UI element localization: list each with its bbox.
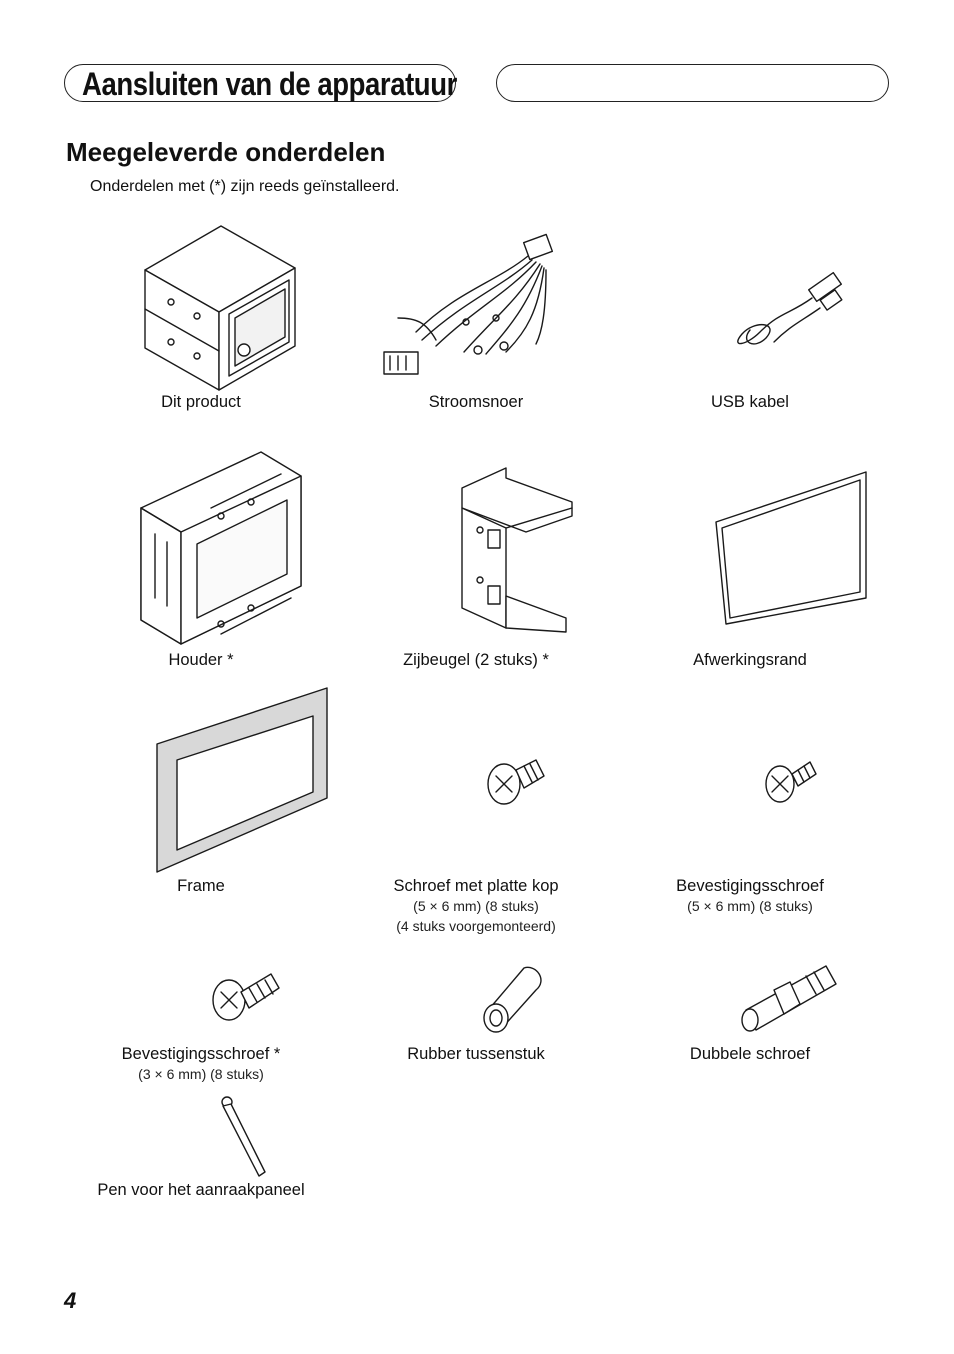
flat-head-screw-icon [487,759,545,805]
empty-header-box [496,64,889,102]
part-trim-ring: Afwerkingsrand [610,448,890,670]
head-unit-icon [144,225,296,391]
part-side-bracket: Zijbeugel (2 stuks) * [336,448,616,670]
part-label: Bevestigingsschroef * [121,1045,281,1063]
part-flat-head-screw: Schroef met platte kop (5 × 6 mm) (8 stu… [336,686,616,936]
part-rubber-bush: Rubber tussenstuk [336,956,616,1064]
double-screw-icon [741,965,837,1032]
part-label: USB kabel [711,393,789,411]
part-sub-label: (5 × 6 mm) (8 stuks) [687,898,813,914]
part-double-screw: Dubbele schroef [610,956,890,1064]
part-frame: Frame [61,686,341,896]
part-fixing-screw-small: Bevestigingsschroef * (3 × 6 mm) (8 stuk… [61,956,341,1084]
side-bracket-icon [461,467,573,633]
stylus-icon [221,1096,266,1177]
trim-ring-icon [715,471,867,625]
part-stylus: Pen voor het aanraakpaneel [61,1090,341,1200]
fixing-screw-icon [765,761,817,803]
part-label: Pen voor het aanraakpaneel [97,1181,305,1199]
section-title: Meegeleverde onderdelen [66,137,386,167]
part-label: Houder * [168,651,234,669]
part-label: Frame [177,877,225,895]
part-fixing-screw: Bevestigingsschroef (5 × 6 mm) (8 stuks) [610,686,890,916]
page-title: Aansluiten van de apparatuur [82,66,457,102]
part-power-cord: Stroomsnoer [336,222,616,412]
section-header-box [64,64,456,102]
part-holder: Houder * [61,448,341,670]
frame-icon [156,687,328,873]
power-cord-icon [383,233,554,375]
part-label: Afwerkingsrand [693,651,807,669]
page-number: 4 [64,1288,77,1313]
fixing-screw-small-icon [212,973,280,1021]
part-label: Zijbeugel (2 stuks) * [403,651,549,669]
part-label: Dubbele schroef [689,1045,811,1063]
part-head-unit: Dit product [61,222,341,412]
part-usb-cable: USB kabel [610,222,890,412]
usb-cable-icon [737,271,843,345]
part-sub-label: (4 stuks voorgemonteerd) [396,918,556,934]
holder-cage-icon [140,451,302,645]
rubber-bush-icon [483,966,542,1033]
part-label: Stroomsnoer [428,393,524,411]
part-sub-label: (5 × 6 mm) (8 stuks) [413,898,539,914]
part-label: Dit product [161,393,241,411]
part-label: Rubber tussenstuk [407,1045,545,1063]
part-label: Schroef met platte kop [393,877,559,895]
part-label: Bevestigingsschroef [676,877,824,895]
section-intro: Onderdelen met (*) zijn reeds geïnstalle… [90,178,400,195]
part-sub-label: (3 × 6 mm) (8 stuks) [138,1066,264,1082]
